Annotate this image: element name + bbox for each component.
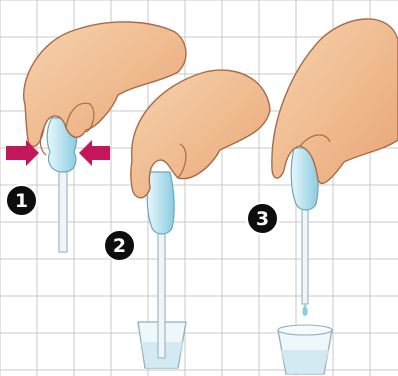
glass-liquid-3 bbox=[281, 350, 329, 374]
step-2-badge: 2 bbox=[103, 229, 136, 262]
dropper-icon bbox=[147, 172, 174, 234]
hand-3 bbox=[272, 19, 398, 183]
droplet-icon bbox=[302, 304, 307, 316]
step-3-scene bbox=[272, 19, 398, 374]
step-1-badge: 1 bbox=[5, 184, 38, 217]
dropper-tube-3 bbox=[302, 208, 308, 304]
dropper-tube-2 bbox=[158, 230, 165, 358]
step-3-badge: 3 bbox=[246, 202, 279, 235]
